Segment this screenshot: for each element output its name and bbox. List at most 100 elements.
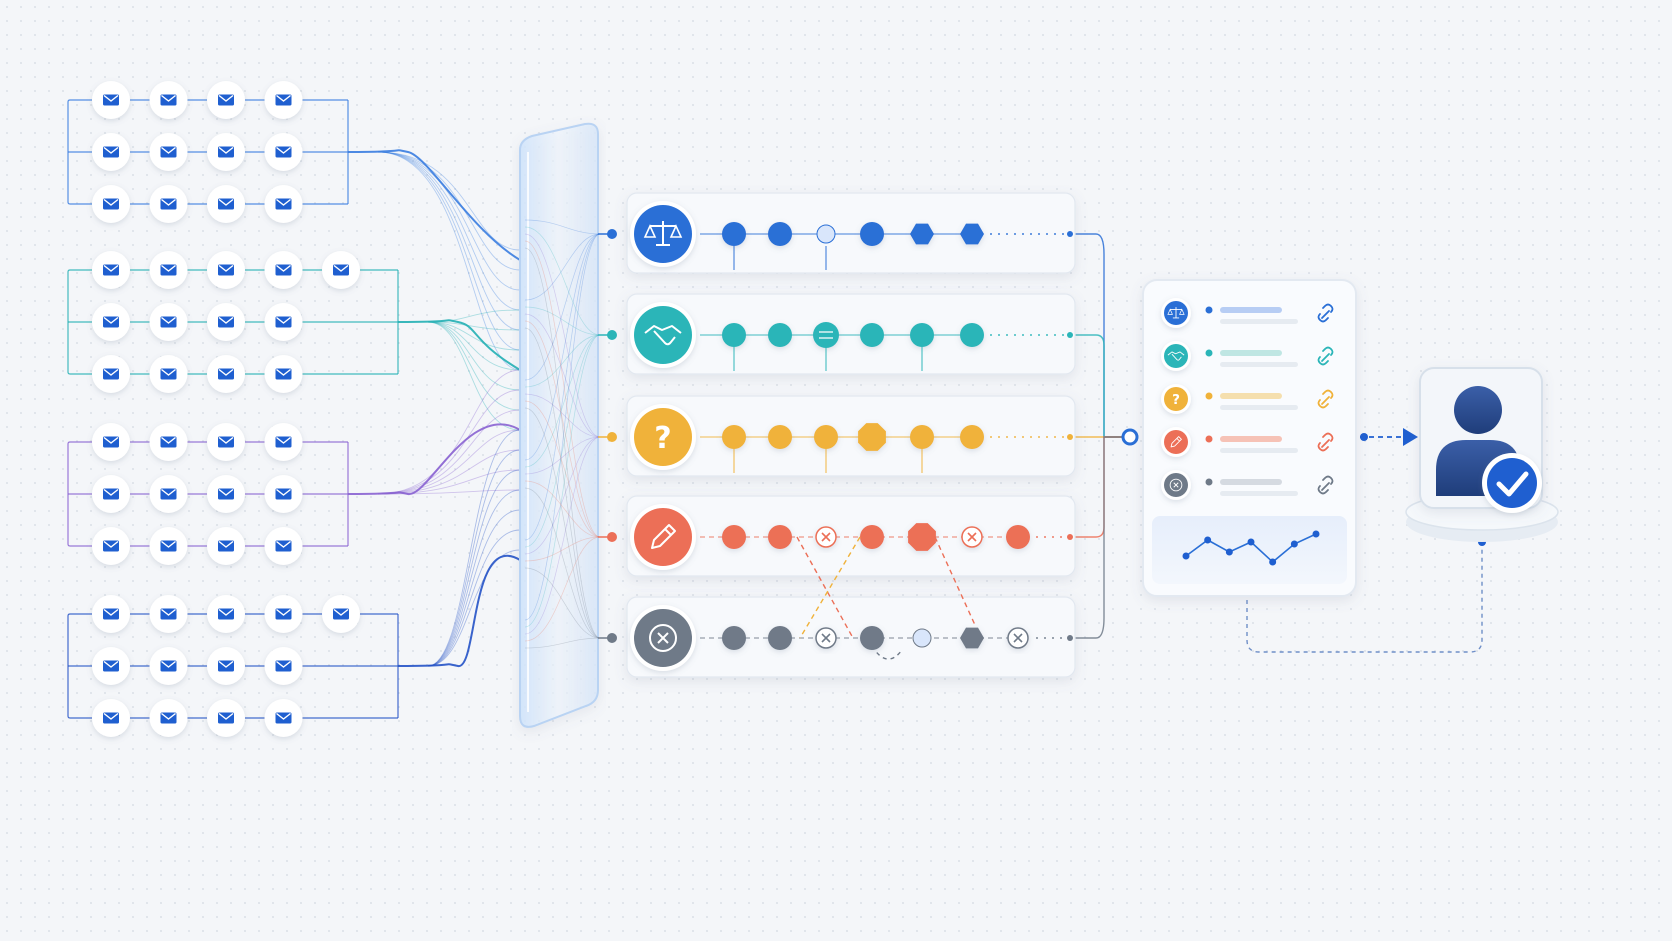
- envelope-icon: [218, 436, 234, 448]
- message-node: [92, 475, 130, 513]
- fan-wire: [377, 429, 521, 495]
- envelope-icon: [103, 146, 119, 158]
- envelope-icon: [160, 146, 177, 158]
- fan-wire: [377, 151, 521, 271]
- fan-wire: [427, 449, 521, 667]
- filter-spray-line: [524, 320, 601, 538]
- filter-spray-line: [524, 436, 601, 635]
- step-node: [860, 323, 884, 347]
- message-node: [264, 475, 303, 513]
- envelope-icon: [160, 712, 177, 724]
- summary-dot: [1205, 478, 1213, 486]
- summary-text-bar: [1220, 393, 1282, 399]
- message-node: [207, 355, 245, 393]
- cross-route-wire: [871, 645, 903, 660]
- filter-spray-line: [524, 436, 601, 555]
- step-node: [813, 322, 839, 348]
- summary-text-bar: [1220, 319, 1298, 324]
- message-cluster: [67, 81, 349, 223]
- message-node: [264, 133, 303, 171]
- message-node: [207, 527, 245, 565]
- category-lane-legal: [598, 192, 1076, 274]
- filter-spray-line: [524, 487, 601, 639]
- check-icon: [1496, 471, 1529, 497]
- filter-spray-line: [524, 233, 601, 301]
- filter-spray-line: [524, 334, 601, 548]
- message-node: [207, 133, 245, 171]
- envelope-icon: [333, 608, 349, 620]
- scales-icon: [1167, 308, 1185, 315]
- summary-row-partnership: [1161, 341, 1334, 371]
- envelope-icon: [218, 264, 234, 276]
- envelope-icon: [218, 198, 234, 210]
- pencil-icon: [651, 524, 676, 549]
- merge-node: [1121, 428, 1139, 446]
- filter-spray-line: [524, 327, 601, 639]
- filter-spray-line: [524, 407, 601, 639]
- envelope-icon: [160, 94, 177, 106]
- step-node: [722, 425, 746, 449]
- step-node: [910, 425, 934, 449]
- envelope-icon: [103, 540, 119, 552]
- filter-spray-line: [524, 334, 601, 468]
- filter-spray-line: [524, 247, 601, 639]
- fan-wire: [427, 549, 521, 667]
- chart-point: [1204, 536, 1212, 544]
- step-node: [816, 224, 836, 244]
- category-badge: [634, 306, 692, 364]
- scales-icon: [650, 221, 676, 246]
- summary-icon: [1170, 436, 1182, 448]
- filter-spray-line: [524, 393, 601, 438]
- scales-icon: [643, 224, 683, 238]
- step-octagon-node: [858, 423, 886, 451]
- fan-wire: [427, 321, 521, 331]
- message-node: [207, 251, 245, 289]
- filter-spray-line: [524, 226, 601, 336]
- envelope-icon: [275, 436, 292, 448]
- message-node: [264, 303, 303, 341]
- lane-exit-port: [1067, 534, 1073, 540]
- envelope-icon: [275, 712, 292, 724]
- fan-wire: [427, 321, 521, 411]
- fan-wire: [427, 321, 521, 371]
- envelope-icon: [160, 368, 177, 380]
- filter-spray-line: [524, 219, 601, 235]
- message-clusters: [67, 81, 399, 737]
- summary-row-reject: [1161, 470, 1334, 500]
- envelope-icon: [275, 660, 292, 672]
- fan-wire: [377, 369, 521, 495]
- envelope-icon: [218, 368, 234, 380]
- envelope-icon: [160, 540, 177, 552]
- envelope-icon: [333, 264, 349, 276]
- message-node: [149, 647, 188, 685]
- envelope-icon: [275, 488, 292, 500]
- envelope-icon: [275, 608, 292, 620]
- chart-point: [1269, 558, 1277, 566]
- connection-wires: [347, 149, 1486, 667]
- summary-dot: [1205, 392, 1213, 400]
- message-node: [149, 303, 188, 341]
- summary-text-bar: [1220, 491, 1298, 496]
- message-cluster: [67, 423, 349, 565]
- envelope-icon: [218, 94, 234, 106]
- reject-step-icon: [967, 532, 977, 542]
- cluster-main-wire: [347, 149, 521, 261]
- message-node: [149, 595, 188, 633]
- fan-wire: [377, 151, 521, 291]
- step-node: [722, 525, 746, 549]
- envelope-icon: [218, 608, 234, 620]
- filter-spray-line: [524, 313, 601, 438]
- message-node: [207, 303, 245, 341]
- summary-dot: [1205, 349, 1213, 357]
- lane-exit-wire: [1070, 233, 1130, 438]
- message-node: [149, 527, 188, 565]
- link-icon: [1317, 389, 1334, 409]
- step-node: [768, 323, 792, 347]
- category-lane-partnership: [598, 293, 1076, 375]
- step-mark: [819, 331, 833, 339]
- step-hex-node: [960, 223, 984, 245]
- lane-exit-port: [1067, 332, 1073, 338]
- message-node: [92, 423, 130, 461]
- envelope-icon: [218, 712, 234, 724]
- envelope-icon: [160, 316, 177, 328]
